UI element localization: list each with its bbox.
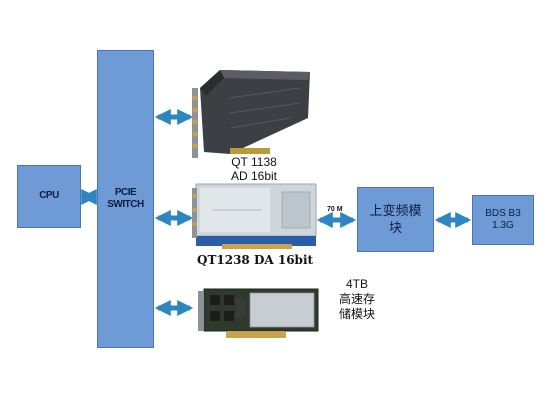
qt1138-label: QT 1138 AD 16bit — [219, 155, 289, 183]
storage-label: 4TB 高速存 储模块 — [332, 277, 382, 322]
pcie-switch-label-line1: PCIE — [114, 186, 137, 198]
storage-label-line3: 储模块 — [338, 307, 375, 321]
cpu-block-label: CPU — [39, 190, 59, 202]
storage-label-line1: 4TB — [345, 277, 368, 291]
pcie-switch-block: PCIE SWITCH — [97, 50, 154, 348]
qt1138-card-image — [192, 70, 310, 158]
qt1138-label-line2: AD 16bit — [230, 169, 278, 183]
link-70m-label: 70 M — [327, 206, 343, 213]
qt1238-card-image — [192, 183, 317, 249]
upconverter-label-line1: 上变频模 — [369, 203, 422, 219]
bds-label-line1: BDS B3 — [485, 207, 521, 219]
upconverter-label-line2: 块 — [388, 219, 402, 235]
qt1138-label-line1: QT 1138 — [231, 155, 277, 169]
cpu-block: CPU — [17, 165, 81, 228]
bds-b3-block: BDS B3 1.3G — [472, 195, 534, 245]
storage-label-line2: 高速存 — [338, 292, 375, 306]
upconverter-block: 上变频模 块 — [357, 187, 434, 252]
qt1238-label: QT1238 DA 16bit — [197, 253, 314, 267]
bds-label-line2: 1.3G — [492, 220, 514, 231]
pcie-switch-label-line2: SWITCH — [107, 199, 144, 210]
storage-card-image — [198, 288, 319, 338]
